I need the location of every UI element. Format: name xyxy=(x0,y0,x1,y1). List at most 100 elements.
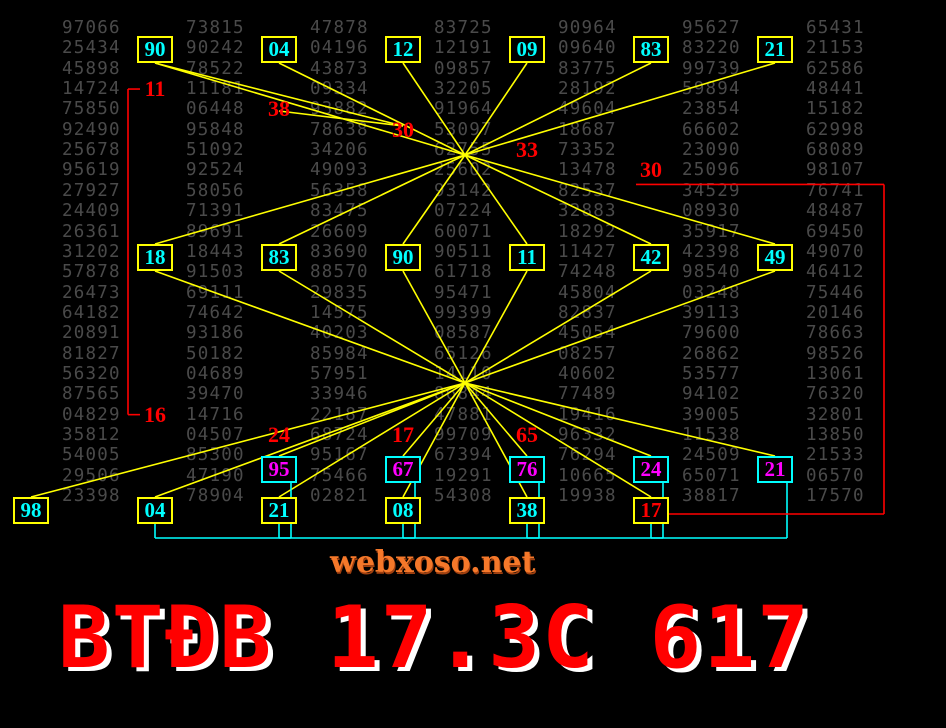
grid-cell: 18443 xyxy=(186,241,245,262)
grid-cell: 88570 xyxy=(310,262,369,283)
grid-cell: 27927 xyxy=(62,180,121,201)
grid-cell: 12191 xyxy=(434,38,493,59)
grid-cell: 20891 xyxy=(62,323,121,344)
connector-line xyxy=(464,154,528,245)
grid-cell: 04507 xyxy=(186,425,245,445)
grid-cell: 11538 xyxy=(682,425,741,445)
connector-line xyxy=(278,62,466,156)
grid-cell: 48441 xyxy=(806,79,865,100)
red-number-label: 30 xyxy=(392,116,414,142)
grid-cell: 25096 xyxy=(682,160,741,181)
grid-cell: 39470 xyxy=(186,384,245,405)
grid-cell: 13850 xyxy=(806,425,865,445)
grid-cell: 62586 xyxy=(806,58,865,79)
grid-cell: 48487 xyxy=(806,201,865,222)
grid-cell: 83775 xyxy=(558,58,617,79)
grid-cell: 75850 xyxy=(62,99,121,120)
connector-line xyxy=(464,154,776,245)
grid-cell: 24409 xyxy=(62,201,121,222)
grid-cell: 59894 xyxy=(682,79,741,100)
grid-cell: 66602 xyxy=(682,119,741,140)
grid-cell: 67394 xyxy=(434,445,493,466)
grid-cell: 89691 xyxy=(186,221,245,242)
grid-cell: 83725 xyxy=(434,18,493,38)
grid-cell: 51092 xyxy=(186,140,245,161)
grid-cell: 90964 xyxy=(558,18,617,38)
grid-cell: 95619 xyxy=(62,160,121,181)
grid-cell: 13061 xyxy=(806,363,865,384)
highlight-number-box: 21 xyxy=(757,456,793,483)
connector-line xyxy=(278,270,466,384)
grid-cell: 98540 xyxy=(682,262,741,283)
connector-line xyxy=(402,270,466,384)
top-number-box: 83 xyxy=(633,36,669,63)
grid-cell: 35917 xyxy=(682,221,741,242)
connector-line xyxy=(464,62,652,156)
grid-cell: 21153 xyxy=(806,38,865,59)
grid-cell: 26862 xyxy=(682,343,741,364)
grid-cell: 02821 xyxy=(310,486,369,507)
grid-cell: 90511 xyxy=(434,241,493,262)
highlight-number-box: 67 xyxy=(385,456,421,483)
grid-cell: 34206 xyxy=(310,140,369,161)
grid-cell: 74248 xyxy=(558,262,617,283)
grid-cell: 14575 xyxy=(310,302,369,323)
connector-line xyxy=(464,62,776,156)
grid-cell: 39113 xyxy=(682,302,741,323)
red-number-label: 17 xyxy=(392,422,414,447)
connector-line xyxy=(464,154,652,245)
highlight-number-box: 76 xyxy=(509,456,545,483)
grid-cell: 65071 xyxy=(682,465,741,486)
result-title: BTĐB 17.3C 617 xyxy=(58,588,811,688)
grid-cell: 68089 xyxy=(806,140,865,161)
grid-cell: 94102 xyxy=(682,384,741,405)
grid-cell: 06448 xyxy=(186,99,245,120)
top-number-box: 09 xyxy=(509,36,545,63)
grid-cell: 73352 xyxy=(558,140,617,161)
grid-cell: 33946 xyxy=(310,384,369,405)
grid-cell: 45054 xyxy=(558,323,617,344)
grid-cell: 08587 xyxy=(434,323,493,344)
highlight-number-box: 95 xyxy=(261,456,297,483)
grid-cell: 25602 xyxy=(434,160,493,181)
middle-number-box: 83 xyxy=(261,244,297,271)
grid-cell: 83475 xyxy=(310,201,369,222)
grid-cell: 19938 xyxy=(558,486,617,507)
connector-line xyxy=(464,270,776,384)
grid-cell: 46412 xyxy=(806,262,865,283)
grid-cell: 23090 xyxy=(682,140,741,161)
grid-cell: 08930 xyxy=(682,201,741,222)
grid-cell: 64182 xyxy=(62,302,121,323)
grid-cell: 76320 xyxy=(806,384,865,405)
grid-cell: 57951 xyxy=(310,363,369,384)
grid-cell: 39005 xyxy=(682,404,741,425)
grid-cell: 62755 xyxy=(434,140,493,161)
connector-line xyxy=(464,382,652,498)
grid-cell: 68724 xyxy=(310,425,369,445)
top-number-box: 21 xyxy=(757,36,793,63)
grid-cell: 93142 xyxy=(434,180,493,201)
connector-line xyxy=(154,62,404,127)
grid-cell: 78638 xyxy=(310,119,369,140)
grid-cell: 83690 xyxy=(310,241,369,262)
grid-cell: 75446 xyxy=(806,282,865,303)
grid-cell: 99739 xyxy=(682,58,741,79)
grid-cell: 04196 xyxy=(310,38,369,59)
grid-cell: 98107 xyxy=(806,160,865,181)
middle-number-box: 11 xyxy=(509,244,545,271)
grid-cell: 81827 xyxy=(62,343,121,364)
grid-cell: 77489 xyxy=(558,384,617,405)
grid-cell: 54005 xyxy=(62,445,121,466)
grid-cell: 11181 xyxy=(186,79,245,100)
grid-cell: 87565 xyxy=(62,384,121,405)
middle-number-box: 49 xyxy=(757,244,793,271)
grid-cell: 40602 xyxy=(558,363,617,384)
grid-cell: 57878 xyxy=(62,262,121,283)
grid-cell: 04689 xyxy=(186,363,245,384)
grid-cell: 40203 xyxy=(310,323,369,344)
grid-cell: 76294 xyxy=(558,445,617,466)
red-number-label: 16 xyxy=(144,401,166,427)
grid-cell: 99709 xyxy=(434,425,493,445)
grid-cell: 29506 xyxy=(62,465,121,486)
